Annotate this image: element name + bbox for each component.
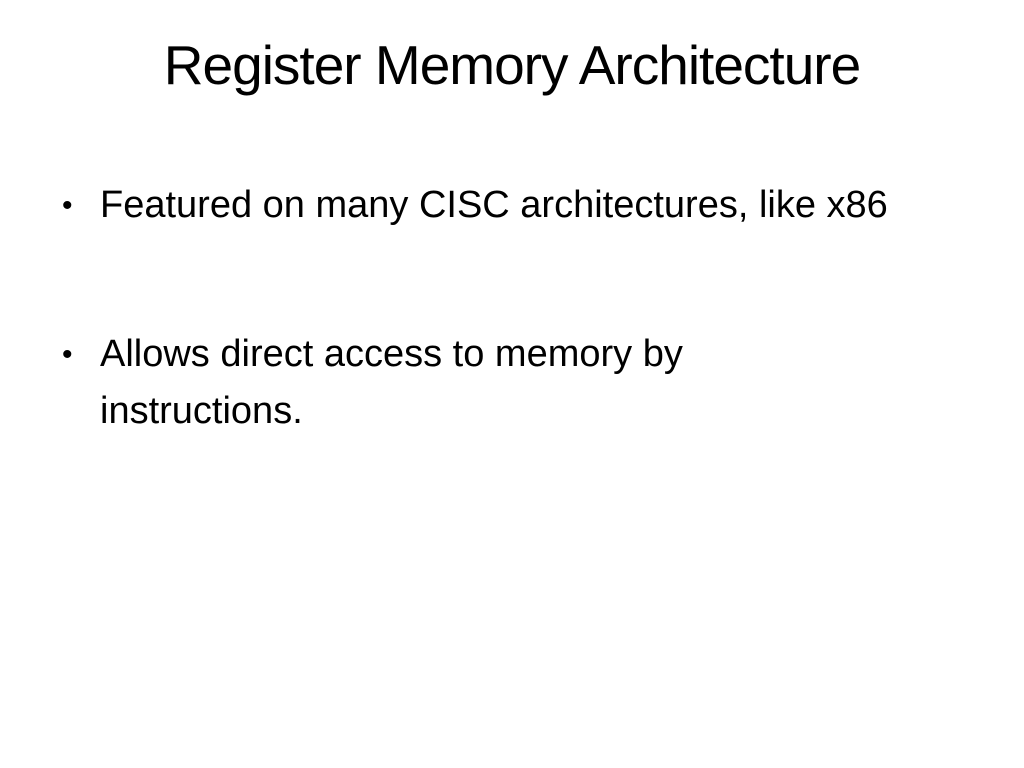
bullet-text-1: Featured on many CISC architectures, lik… [100,184,888,227]
bullet-icon: • [62,338,73,372]
bullet-item-2: • Allows direct access to memory by inst… [62,326,964,440]
bullet-text-2: Allows direct access to memory by instru… [100,333,683,433]
slide-title: Register Memory Architecture [163,34,861,96]
bullet-list: • Featured on many CISC architectures, l… [0,177,1024,440]
bullet-icon: • [62,189,73,223]
bullet-item-1: • Featured on many CISC architectures, l… [62,177,964,234]
